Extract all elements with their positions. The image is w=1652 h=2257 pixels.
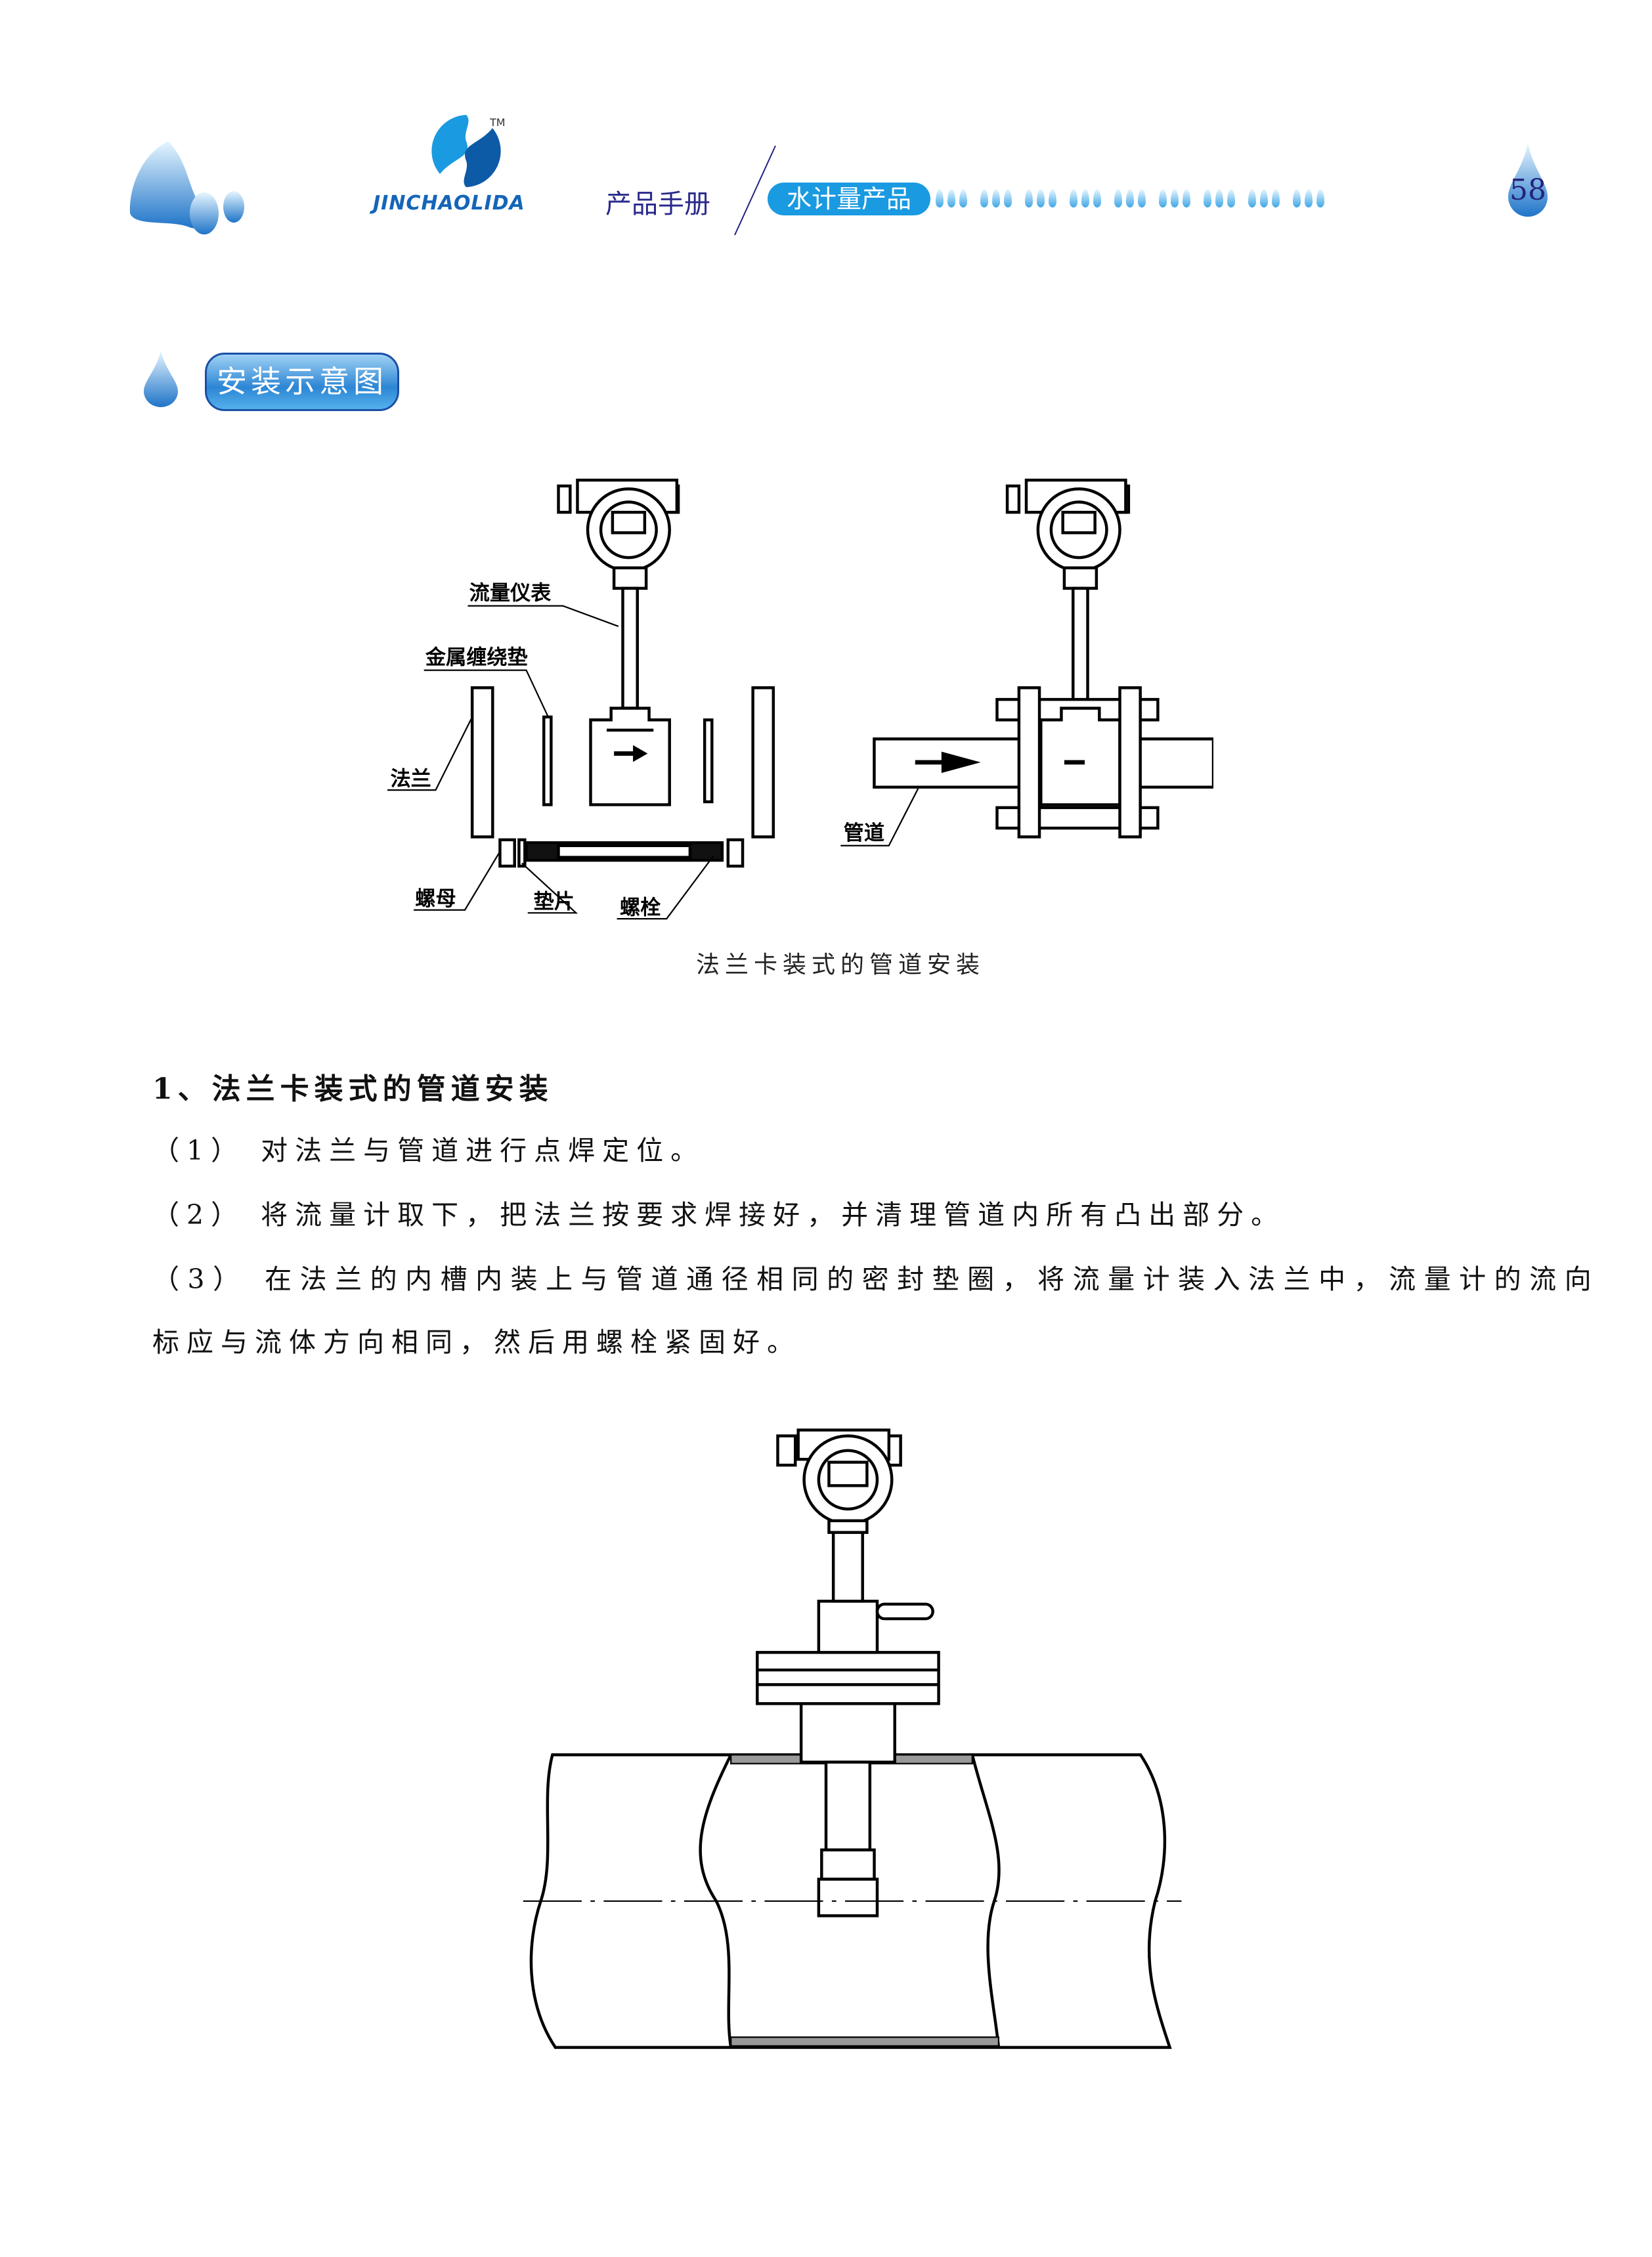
flow-meter-left [470,478,775,868]
manual-label: 产品手册 [605,189,710,219]
flange-installation-diagram: 流量仪表 金属缠绕垫 法兰 螺母 垫片 螺栓 管道 [387,478,1213,919]
droplet-icon [144,351,178,407]
brand-name: JINCHAOLIDA [373,192,525,215]
figure-caption: 法兰卡装式的管道安装 [695,952,985,978]
section-heading: 1、法兰卡装式的管道安装 [152,1072,554,1106]
label-bolt: 螺栓 [620,896,661,919]
step-3: （3） 在法兰的内槽内装上与管道通径相同的密封垫圈，将流量计装入法兰中，流量计的… [152,1263,1600,1295]
droplet-icon [1508,143,1548,217]
step-1: （1） 对法兰与管道进行点焊定位。 [152,1135,705,1166]
label-washer: 垫片 [534,890,575,914]
label-flange: 法兰 [390,767,431,791]
trademark-label: TM [489,116,506,129]
step-3-continued: 标应与流体方向相同，然后用螺栓紧固好。 [152,1326,801,1358]
label-metal-gasket: 金属缠绕垫 [425,646,528,670]
header-divider-slash [734,145,776,236]
step-2: （2） 将流量计取下，把法兰按要求焊接好，并清理管道内所有凸出部分。 [152,1199,1286,1231]
page-number-badge: 58 [1506,143,1550,217]
label-flow-meter: 流量仪表 [469,582,552,605]
label-nut: 螺母 [415,887,456,911]
jinchaolida-s-logo-icon: TM [431,115,506,187]
flow-meter-installed [873,478,1213,839]
category-pill: 水计量产品 [768,183,930,215]
section-title: 安装示意图 [205,353,399,411]
droplet-row-decoration [936,189,1324,208]
page-number: 58 [1510,173,1546,207]
label-pipe: 管道 [844,822,884,845]
water-droplets-logo-icon [129,141,244,234]
insertion-installation-diagram [523,1428,1182,2049]
